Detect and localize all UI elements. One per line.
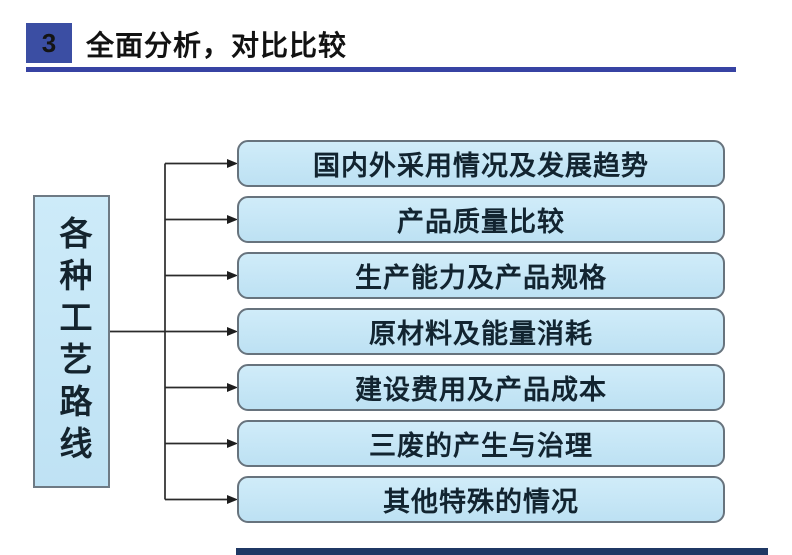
root-node-label: 各种工艺路线 [54, 215, 90, 468]
branch-node: 三废的产生与治理 [237, 420, 725, 467]
branch-node: 建设费用及产品成本 [237, 364, 725, 411]
root-node: 各种工艺路线 [33, 195, 110, 488]
branch-node: 原材料及能量消耗 [237, 308, 725, 355]
branch-node: 产品质量比较 [237, 196, 725, 243]
branch-node: 其他特殊的情况 [237, 476, 725, 523]
branch-node: 生产能力及产品规格 [237, 252, 725, 299]
header-divider [26, 67, 736, 72]
arrowhead-icons [227, 159, 238, 504]
page-title: 全面分析，对比比较 [86, 30, 348, 61]
section-number: 3 [41, 27, 57, 58]
section-number-badge: 3 [26, 23, 72, 63]
branch-node: 国内外采用情况及发展趋势 [237, 140, 725, 187]
bottom-accent-bar [236, 548, 768, 555]
